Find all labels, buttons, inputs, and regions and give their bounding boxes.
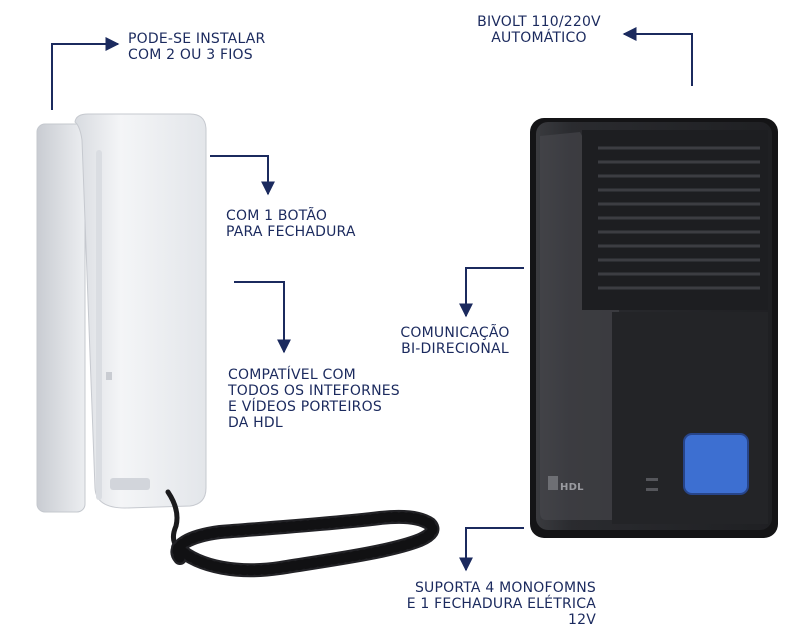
handset bbox=[36, 113, 207, 513]
arrow-icon bbox=[234, 281, 291, 354]
arrow-icon bbox=[459, 267, 524, 318]
callout-arrows bbox=[51, 27, 693, 572]
callout-install: PODE-SE INSTALAR COM 2 OU 3 FIOS bbox=[128, 31, 266, 63]
speaker-grille bbox=[598, 146, 760, 290]
callout-button: COM 1 BOTÃO PARA FECHADURA bbox=[226, 208, 356, 240]
callout-supports: SUPORTA 4 MONOFOMNS E 1 FECHADURA ELÉTRI… bbox=[406, 580, 596, 628]
callout-compatible: COMPATÍVEL COM TODOS OS INTEFORNES E VÍD… bbox=[228, 367, 400, 431]
brand-label: HDL bbox=[560, 482, 584, 493]
door-panel bbox=[530, 118, 778, 538]
arrow-icon bbox=[51, 37, 120, 110]
call-button bbox=[683, 433, 749, 495]
callout-bivolt: BIVOLT 110/220V AUTOMÁTICO bbox=[477, 14, 601, 46]
arrow-icon bbox=[210, 155, 275, 196]
arrow-icon bbox=[622, 27, 693, 86]
callout-communication: COMUNICAÇÃO BI-DIRECIONAL bbox=[400, 325, 510, 357]
coiled-cord bbox=[165, 489, 440, 578]
arrow-icon bbox=[459, 527, 524, 572]
hdl-logo-icon bbox=[548, 476, 558, 490]
